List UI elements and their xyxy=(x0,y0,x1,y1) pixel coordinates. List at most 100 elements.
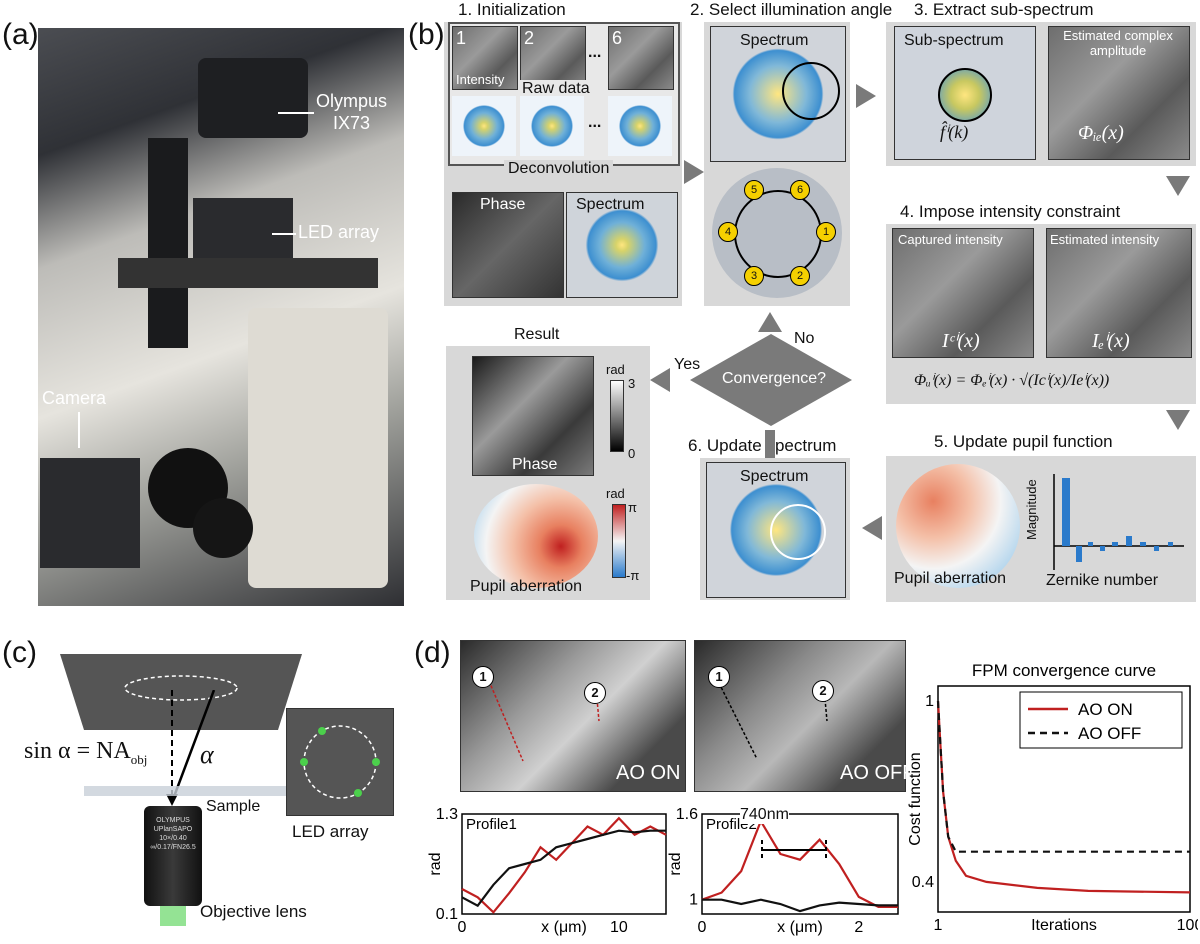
zernike-number-label: Zernike number xyxy=(1046,572,1159,589)
ao-off-image xyxy=(694,640,906,792)
raw-data-label: Raw data xyxy=(518,80,594,98)
series-line-0 xyxy=(701,818,898,909)
microscope-head xyxy=(198,58,308,138)
spectrum-image xyxy=(566,192,678,298)
result-pupil-image xyxy=(474,484,598,588)
spectrum-label: Spectrum xyxy=(576,196,645,213)
x-tick-label: 1 xyxy=(934,917,943,934)
equation-text: sin α = NA xyxy=(24,738,131,764)
lens-text-2: 10×/0.40 xyxy=(159,835,187,842)
ic-label: Iᶜⁱ(x) xyxy=(942,330,980,352)
led-array-inset-label: LED array xyxy=(292,822,369,841)
result-title: Result xyxy=(514,326,560,343)
led-6: 6 xyxy=(790,180,810,200)
series-line-1 xyxy=(702,898,898,913)
result-phase-image xyxy=(472,356,594,476)
legend-label-1: AO OFF xyxy=(1078,724,1141,743)
led-ring xyxy=(734,190,822,278)
arrow-no xyxy=(758,312,782,332)
lens-text-1: UPlanSAPO xyxy=(153,826,193,833)
lens-text-3: ∞/0.17/FN26.5 xyxy=(150,844,196,851)
step4-title: 4. Impose intensity constraint xyxy=(900,202,1121,221)
arrow-1-2 xyxy=(684,160,704,184)
phi-e-label: Φᵢₑ(x) xyxy=(1078,122,1124,144)
arrow-6-convergence xyxy=(765,430,775,458)
magnitude-label: Magnitude xyxy=(1024,479,1039,540)
step5-title: 5. Update pupil function xyxy=(934,432,1113,451)
led-1: 1 xyxy=(816,222,836,242)
phase-image xyxy=(452,192,564,298)
na-equation: sin α = NAobj xyxy=(24,738,147,768)
pupil-colorbar-unit: rad xyxy=(606,486,625,501)
led-array-block xyxy=(193,198,293,258)
result-phase-label: Phase xyxy=(512,456,558,473)
legend-box xyxy=(1019,691,1183,749)
y-axis-label: rad xyxy=(427,852,444,875)
series-line-0 xyxy=(936,701,1191,894)
light-cone xyxy=(118,689,226,810)
olympus-arrow xyxy=(278,112,314,114)
panel-c-label: (c) xyxy=(2,636,37,669)
camera-label: Camera xyxy=(42,388,107,408)
series-line-1 xyxy=(461,829,666,908)
series-line-1 xyxy=(936,701,1190,853)
captured-intensity-label: Captured intensity xyxy=(898,232,1003,247)
raw-index-1: 1 xyxy=(456,28,467,48)
y-axis-label: rad xyxy=(668,852,684,875)
raw-spectrum-2 xyxy=(520,96,584,156)
led-arrow xyxy=(272,233,296,235)
led-5: 5 xyxy=(744,180,764,200)
intensity-label: Intensity xyxy=(456,72,505,87)
deconvolution-label: Deconvolution xyxy=(504,160,614,178)
arrow-yes xyxy=(650,368,670,392)
led-array-label: LED array xyxy=(298,222,380,242)
plot-frame xyxy=(701,813,899,915)
pupil-colorbar-min: -π xyxy=(626,568,640,583)
step1-title: 1. Initialization xyxy=(458,0,566,19)
y-tick-label: 1.6 xyxy=(676,806,698,823)
panel-b-label: (b) xyxy=(408,18,445,51)
ao-on-marker-1: 1 xyxy=(472,666,494,688)
lens-text-0: OLYMPUS xyxy=(156,817,190,824)
arrow-4-5 xyxy=(1166,410,1190,430)
phase-colorbar-unit: rad xyxy=(606,362,625,377)
step6-title: 6. Update spectrum xyxy=(688,436,837,455)
ao-on-label: AO ON xyxy=(616,762,681,784)
y-tick-label: 1 xyxy=(689,892,698,909)
step2-title: 2. Select illumination angle xyxy=(690,0,893,19)
yes-label: Yes xyxy=(674,356,701,373)
legend-label-0: AO ON xyxy=(1078,700,1133,719)
phase-colorbar-max: 3 xyxy=(628,376,636,391)
focus-knob xyxy=(193,498,253,558)
convergence-diamond xyxy=(688,332,854,428)
fhat-label: f̂ⁱ(k) xyxy=(940,122,969,142)
panel-a-label: (a) xyxy=(2,18,39,51)
ie-label: Iₑⁱ(x) xyxy=(1092,330,1130,352)
x-axis-label: Iterations xyxy=(1031,917,1097,934)
raw-ellipsis: ... xyxy=(588,44,602,61)
estimated-amplitude-image xyxy=(1048,26,1190,160)
alpha-label: α xyxy=(200,740,214,769)
y-tick-label: 1.3 xyxy=(436,806,458,823)
x-axis-label: x (μm) xyxy=(777,919,823,936)
spectrum-ellipsis: ... xyxy=(588,114,602,131)
step3-title: 3. Extract sub-spectrum xyxy=(914,0,1094,19)
convergence-label: Convergence? xyxy=(722,370,827,387)
x-tick-label: 100 xyxy=(1177,917,1198,934)
phase-colorbar-min: 0 xyxy=(628,446,636,461)
estimated-intensity-image xyxy=(1046,228,1192,358)
objective-light xyxy=(160,906,186,926)
selected-circle xyxy=(782,62,840,120)
y-tick-label: 0.4 xyxy=(912,874,934,891)
pupil-colorbar-max: π xyxy=(628,500,637,515)
step6-spectrum-label: Spectrum xyxy=(740,468,809,485)
step2-spectrum-label: Spectrum xyxy=(740,32,809,49)
x-tick-label: 2 xyxy=(854,919,863,936)
microscope-body xyxy=(248,308,388,588)
x-tick-label: 0 xyxy=(698,919,707,936)
raw-spectrum-1 xyxy=(452,96,516,156)
sub-spectrum-label: Sub-spectrum xyxy=(904,32,1004,49)
result-pupil-label: Pupil aberration xyxy=(470,578,583,595)
